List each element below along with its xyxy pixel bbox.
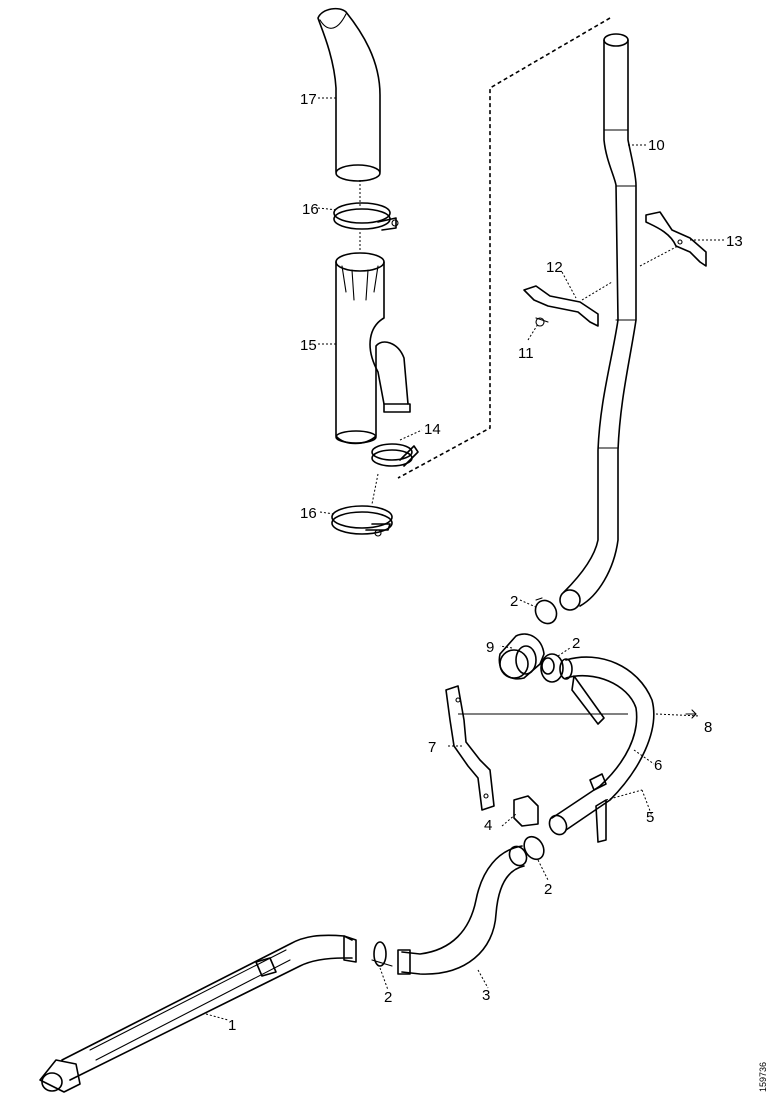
leader-lines (205, 97, 724, 1021)
label-2-middle: 2 (572, 635, 580, 652)
label-10: 10 (648, 137, 665, 154)
label-14: 14 (424, 421, 441, 438)
label-13: 13 (726, 233, 743, 250)
part-14-clamp (371, 443, 419, 467)
label-9: 9 (486, 639, 494, 656)
label-6: 6 (654, 757, 662, 774)
label-16-lower: 16 (300, 505, 317, 522)
part-10-long-pipe (559, 33, 637, 611)
label-5: 5 (646, 809, 654, 826)
part-2-clamp-lower (523, 835, 545, 861)
part-12-bracket (523, 285, 599, 327)
label-1: 1 (228, 1017, 236, 1034)
part-17-upper-bend-pipe (317, 7, 381, 182)
label-8: 8 (704, 719, 712, 736)
part-9-flange (498, 633, 545, 680)
part-2-clamp-middle (540, 653, 564, 683)
label-16-upper: 16 (302, 201, 319, 218)
label-7: 7 (428, 739, 436, 756)
label-3: 3 (482, 987, 490, 1004)
label-17: 17 (300, 91, 317, 108)
label-2-upper: 2 (510, 593, 518, 610)
assembly-dash-line (397, 17, 611, 479)
label-11: 11 (518, 345, 534, 362)
label-4: 4 (484, 817, 492, 834)
part-3-s-pipe (397, 845, 528, 975)
arrow-icon (685, 709, 697, 719)
part-labels: 17 10 13 12 11 16 15 14 16 2 9 2 8 7 6 5… (228, 91, 743, 1034)
part-15-y-pipe (335, 252, 411, 445)
label-15: 15 (300, 337, 317, 354)
part-6-curved-pipe (548, 656, 655, 843)
part-16-upper-clamp (333, 202, 399, 231)
part-2-clamp-bottom (371, 941, 393, 967)
label-12: 12 (546, 259, 563, 276)
part-2-clamp-upper (534, 597, 558, 625)
label-2-bottom: 2 (384, 989, 392, 1006)
part-4-bracket (513, 795, 539, 827)
reference-number: 159736 (758, 1062, 768, 1092)
label-2-lower: 2 (544, 881, 552, 898)
part-16-lower-clamp (331, 505, 393, 537)
part-13-bracket (645, 211, 707, 267)
part-7-bracket (445, 685, 495, 811)
part-1-long-lower-pipe (39, 934, 357, 1093)
